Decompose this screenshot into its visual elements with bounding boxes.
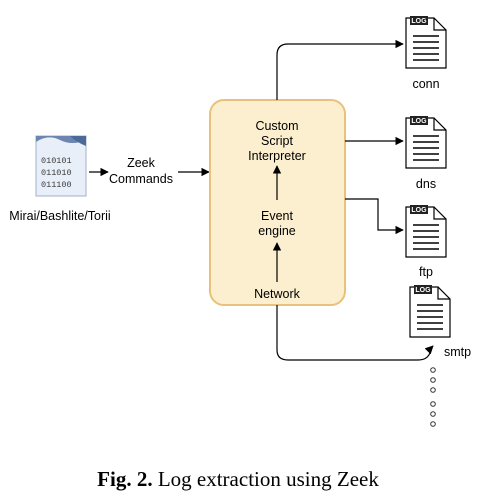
source-file-icon: 010101 011010 011100	[35, 135, 87, 197]
log-smtp-label: smtp	[444, 345, 471, 359]
binary-line-1: 010101	[41, 156, 72, 166]
caption-text: Log extraction using Zeek	[158, 467, 380, 491]
network-label: Network	[254, 287, 301, 301]
binary-line-2: 011010	[41, 168, 72, 178]
log-ftp-label: ftp	[419, 265, 433, 279]
log-dns-tag: LOG	[411, 118, 427, 125]
log-smtp: LOG	[409, 285, 451, 338]
log-dns-label: dns	[416, 177, 436, 191]
log-ftp-tag: LOG	[411, 207, 427, 214]
log-ftp: LOG	[405, 205, 447, 258]
connector-to-ftp	[345, 198, 404, 235]
commands-label-line1: Zeek	[127, 156, 156, 170]
custom-script-line2: Script	[261, 134, 293, 148]
source-file-label: Mirai/Bashlite/Torii	[9, 209, 110, 223]
caption-label: Fig. 2.	[97, 467, 152, 491]
continuation-dots	[430, 367, 436, 427]
connector-to-smtp	[276, 305, 434, 361]
log-dns: LOG	[405, 116, 447, 169]
custom-script-line1: Custom	[255, 119, 298, 133]
commands-label-line2: Commands	[109, 172, 173, 186]
figure-caption: Fig. 2. Log extraction using Zeek	[97, 467, 379, 491]
log-conn: LOG	[405, 16, 447, 69]
custom-script-line3: Interpreter	[248, 149, 306, 163]
log-conn-label: conn	[412, 77, 439, 91]
connector-to-conn	[276, 39, 404, 100]
binary-line-3: 011100	[41, 180, 72, 190]
log-smtp-tag: LOG	[415, 287, 431, 294]
event-engine-line2: engine	[258, 224, 296, 238]
event-engine-line1: Event	[261, 209, 293, 223]
log-conn-tag: LOG	[411, 18, 427, 25]
